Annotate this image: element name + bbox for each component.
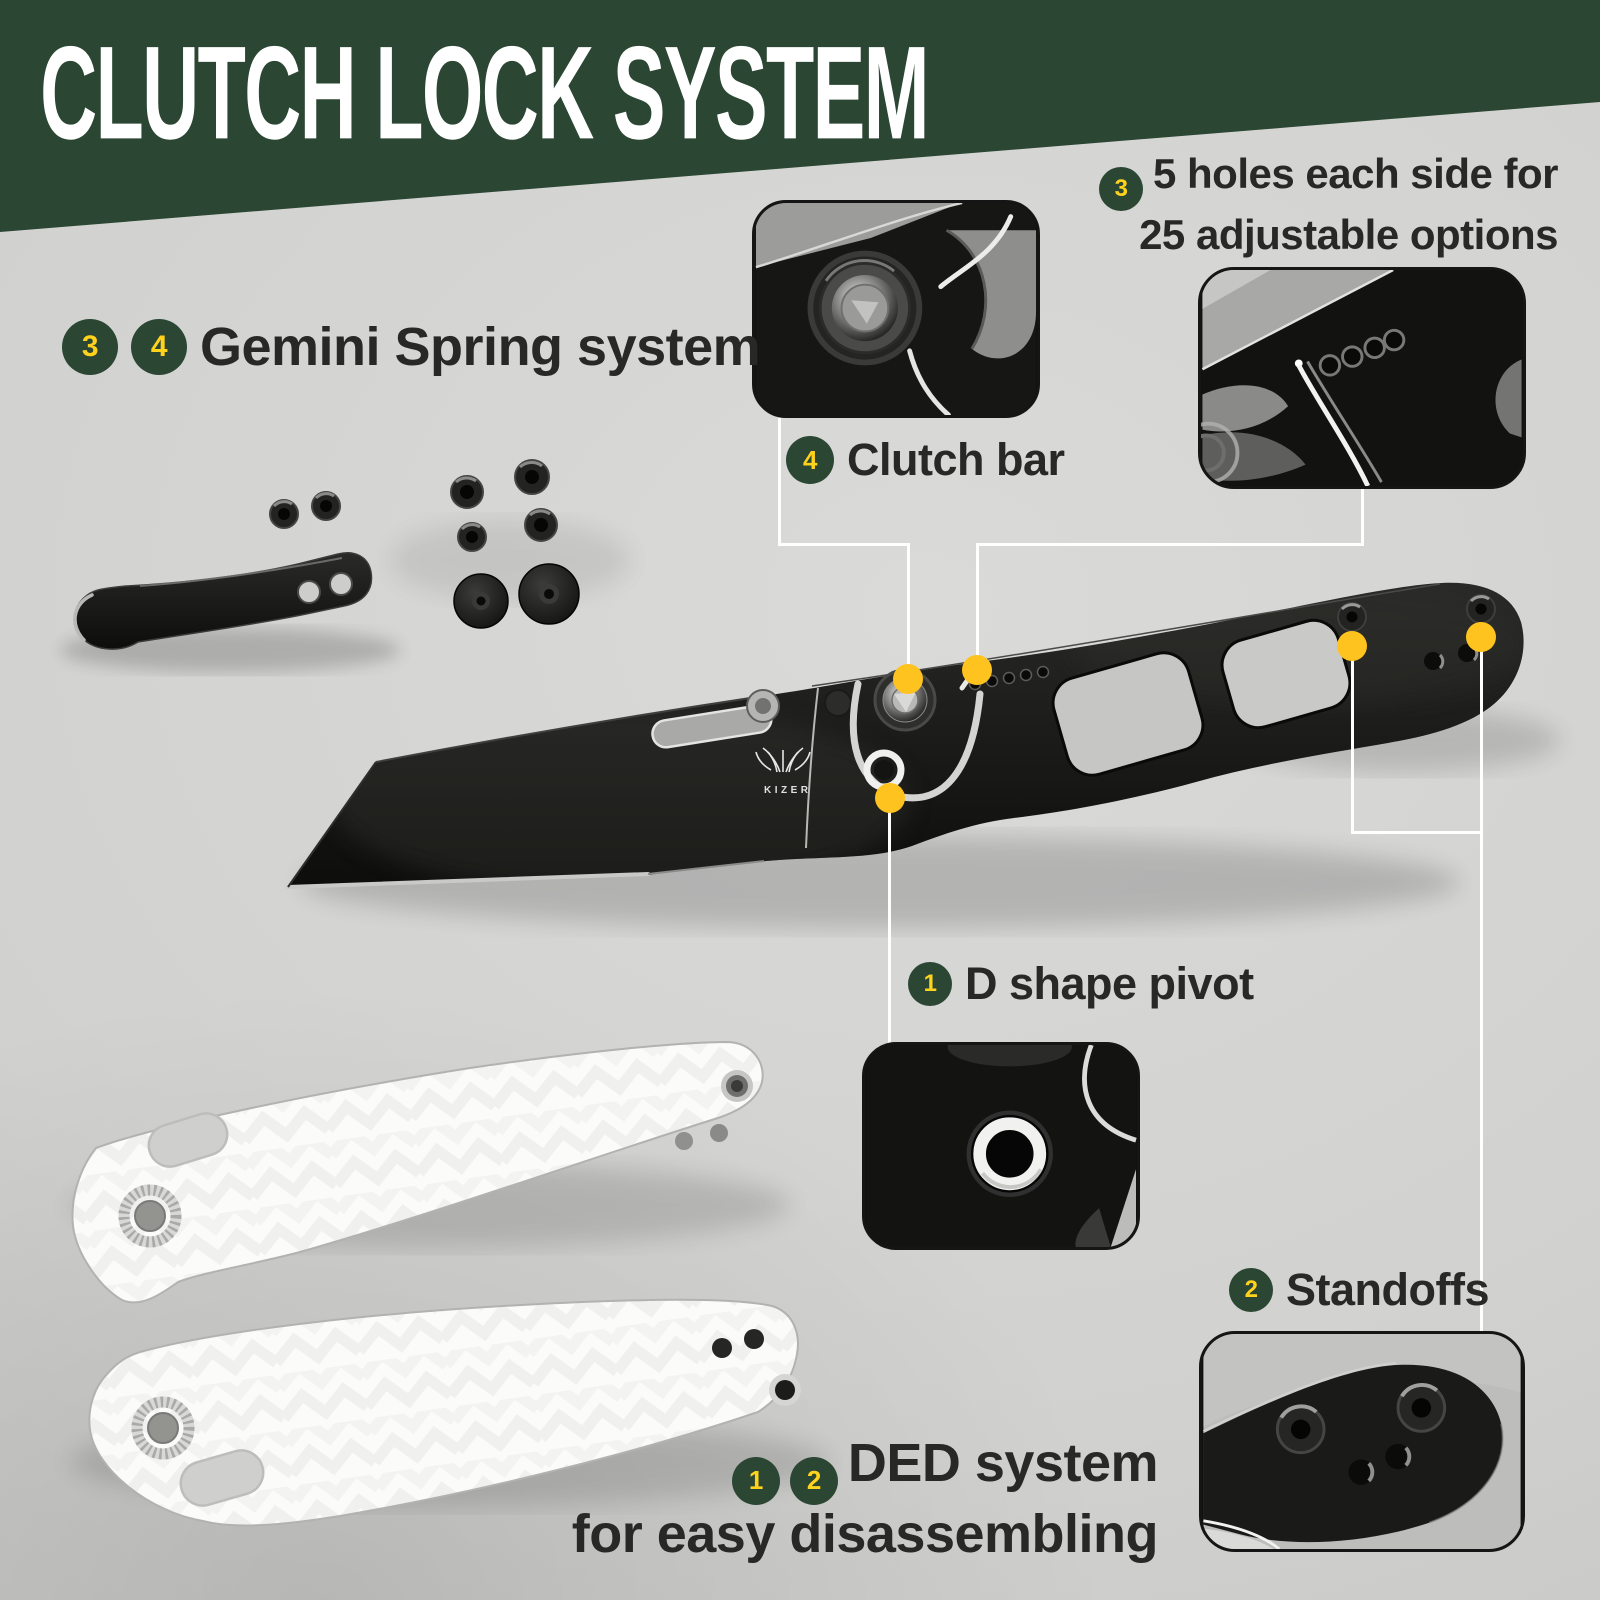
- badge-1: 1: [731, 1456, 780, 1505]
- leader-line: [976, 543, 979, 663]
- five-holes-line2: 25 adjustable options: [1139, 211, 1558, 258]
- kizer-logo: KIZER: [755, 747, 812, 796]
- badge-4: 4: [131, 319, 187, 375]
- callout-clutch-bar: 4 Clutch bar: [786, 434, 1065, 486]
- d-pivot-closeup-photo: [866, 1045, 1137, 1247]
- callout-gemini-spring: 3 4 Gemini Spring system: [62, 316, 761, 378]
- gemini-spring-label: Gemini Spring system: [200, 317, 761, 377]
- screw: [524, 508, 558, 542]
- leader-line: [907, 543, 910, 671]
- marker-dot-standoff-1: [1337, 631, 1367, 661]
- inset-clutch-bar-closeup: [752, 200, 1040, 418]
- badge-4: 4: [786, 436, 834, 484]
- pivot-washer: [453, 573, 509, 629]
- screw: [311, 491, 341, 521]
- leader-line: [1351, 652, 1354, 834]
- marker-dot-holes: [962, 655, 992, 685]
- inset-d-pivot-closeup: [862, 1042, 1140, 1250]
- frame-pin: [1424, 652, 1445, 670]
- badge-1: 1: [908, 962, 952, 1006]
- screw: [450, 475, 484, 509]
- pivot-washer: [518, 563, 580, 625]
- screw: [457, 522, 487, 552]
- badge-3: 3: [1099, 167, 1143, 211]
- ded-line2: for easy disassembling: [571, 1503, 1159, 1564]
- kizer-wordmark: KIZER: [764, 785, 812, 796]
- badge-2: 2: [1229, 1268, 1273, 1312]
- frame-hole: [824, 689, 852, 717]
- inset-holes-closeup: [1198, 267, 1526, 489]
- standoffs-label: Standoffs: [1286, 1264, 1490, 1315]
- handle-scales: [71, 1040, 801, 1527]
- blade-edge: [286, 872, 650, 889]
- leader-line: [778, 418, 781, 546]
- ded-text1: DED system: [847, 1433, 1159, 1493]
- frame-pivot-screw: [746, 689, 780, 723]
- inset-standoffs-closeup: [1199, 1331, 1525, 1552]
- standoffs-closeup-photo: [1202, 1334, 1521, 1549]
- standoff-screw: [1337, 602, 1367, 632]
- d-pivot-label: D shape pivot: [965, 958, 1254, 1009]
- standoff-screw: [1466, 594, 1496, 624]
- screws: [269, 459, 580, 629]
- callout-standoffs: 2 Standoffs: [1229, 1264, 1490, 1316]
- leader-line: [1361, 488, 1364, 546]
- lock-line: [805, 687, 819, 849]
- marker-dot-d-pivot: [875, 783, 905, 813]
- callout-d-pivot: 1 D shape pivot: [908, 958, 1254, 1010]
- frame-cutout: [1051, 651, 1205, 777]
- holes-closeup-photo: [1201, 270, 1522, 486]
- marker-dot-standoff-2: [1466, 622, 1496, 652]
- leader-line: [778, 543, 910, 546]
- pocket-clip: [73, 552, 373, 650]
- five-holes-text1: 5 holes each side for: [1153, 150, 1559, 197]
- leader-line: [1480, 642, 1483, 1332]
- handle-scale-bottom: [88, 1298, 801, 1527]
- badge-3: 3: [62, 319, 118, 375]
- marker-dot-clutch-bar: [893, 664, 923, 694]
- page-title: CLUTCH LOCK SYSTEM: [40, 18, 930, 167]
- leader-line: [976, 543, 1364, 546]
- leader-line: [888, 800, 891, 1043]
- badge-2: 2: [789, 1456, 838, 1505]
- leader-line: [1351, 831, 1483, 834]
- clutch-bar-closeup-photo: [755, 203, 1037, 415]
- screw: [514, 459, 550, 495]
- screw: [269, 499, 299, 529]
- clutch-bar-label: Clutch bar: [847, 434, 1065, 485]
- handle-scale-top: [71, 1040, 764, 1304]
